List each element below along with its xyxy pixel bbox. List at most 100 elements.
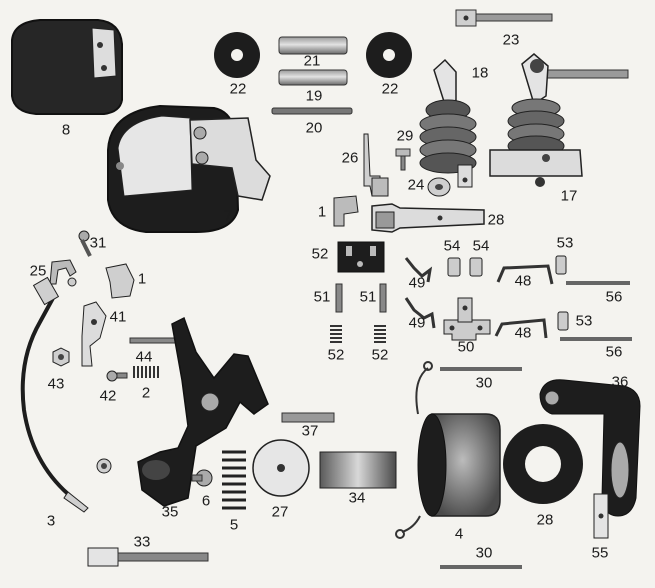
tab-part-54-lower xyxy=(557,311,569,331)
callout-label: 30 xyxy=(475,374,493,392)
disc-part-28 xyxy=(252,439,310,497)
callout-label: 50 xyxy=(457,338,475,356)
callout-label: 52 xyxy=(327,346,345,364)
callout-label: 22 xyxy=(381,80,399,98)
callout-label: 36 xyxy=(611,373,629,391)
clip-part-49-upper xyxy=(404,257,433,283)
coil-part xyxy=(395,361,501,539)
callout-label: 24 xyxy=(407,176,425,194)
callout-label: 44 xyxy=(135,348,153,366)
strip-part-45 xyxy=(593,493,609,539)
bracket-part-25 xyxy=(49,259,77,287)
clip-part-26 xyxy=(363,133,389,197)
callout-label: 41 xyxy=(109,308,127,326)
yoke-part xyxy=(539,379,641,517)
callout-label: 42 xyxy=(99,387,117,405)
plate-part-50 xyxy=(443,297,491,341)
callout-label: 54 xyxy=(443,237,461,255)
callout-label: 33 xyxy=(133,533,151,551)
rod-part-56-lower xyxy=(560,337,632,341)
callout-label: 23 xyxy=(502,31,520,49)
nut-part-43 xyxy=(52,347,70,367)
callout-label: 25 xyxy=(29,262,47,280)
nut-part-6 xyxy=(96,458,112,474)
washer-part-left xyxy=(214,32,260,78)
washer-part-right xyxy=(366,32,412,78)
callout-label: 19 xyxy=(305,87,323,105)
callout-label: 28 xyxy=(487,211,505,229)
rod-part-56-upper xyxy=(566,281,630,285)
callout-label: 53 xyxy=(575,312,593,330)
callout-label: 1 xyxy=(317,203,327,221)
callout-label: 22 xyxy=(229,80,247,98)
small-spring-part-left xyxy=(330,325,342,343)
pin-part xyxy=(271,107,353,115)
small-spring-part-right xyxy=(374,325,386,343)
callout-label: 1 xyxy=(137,270,147,288)
lead-wire-part xyxy=(20,276,89,513)
callout-label: 6 xyxy=(201,492,211,510)
callout-label: 34 xyxy=(348,489,366,507)
callout-label: 55 xyxy=(591,544,609,562)
callout-label: 8 xyxy=(61,121,71,139)
bolt-part-6 xyxy=(191,469,213,487)
cover-plate-part xyxy=(11,19,123,115)
contact-block-part-upper xyxy=(333,195,359,227)
callout-label: 52 xyxy=(371,346,389,364)
main-spring-part xyxy=(222,450,246,510)
bolt-part-23 xyxy=(455,9,553,27)
post-part-right xyxy=(379,283,387,313)
bracket-spring-part xyxy=(489,53,629,187)
housing-part xyxy=(107,104,271,233)
spring-assembly-part xyxy=(419,58,477,188)
post-part-left xyxy=(335,283,343,313)
ring-washer-part xyxy=(503,424,583,504)
callout-label: 27 xyxy=(271,503,289,521)
callout-label: 52 xyxy=(311,245,329,263)
tab-part-55-left xyxy=(447,257,461,277)
tie-rod-part-lower xyxy=(440,565,522,569)
callout-label: 53 xyxy=(556,234,574,252)
callout-label: 54 xyxy=(472,237,490,255)
callout-label: 21 xyxy=(303,52,321,70)
callout-label: 29 xyxy=(396,127,414,145)
callout-label: 2 xyxy=(141,384,151,402)
pin-part-44 xyxy=(129,337,177,344)
lever-part-41 xyxy=(81,301,107,367)
tie-rod-part-upper xyxy=(440,367,522,371)
callout-label: 48 xyxy=(514,272,532,290)
callout-label: 3 xyxy=(46,512,56,530)
tab-part-55-right xyxy=(469,257,483,277)
sleeve-part xyxy=(278,69,348,86)
callout-label: 17 xyxy=(560,187,578,205)
contact-block-part-lower xyxy=(105,263,135,299)
collar-part xyxy=(427,177,451,197)
screw-part-33 xyxy=(78,230,92,257)
callout-label: 31 xyxy=(89,234,107,252)
callout-label: 28 xyxy=(536,511,554,529)
callout-label: 48 xyxy=(514,324,532,342)
terminal-plate-part xyxy=(337,241,385,273)
callout-label: 26 xyxy=(341,149,359,167)
callout-label: 18 xyxy=(471,64,489,82)
callout-label: 30 xyxy=(475,544,493,562)
callout-label: 51 xyxy=(313,288,331,306)
wire-part-48-lower xyxy=(494,318,548,339)
callout-label: 49 xyxy=(408,274,426,292)
frame-part-36 xyxy=(137,316,269,507)
coil-spring-part-2 xyxy=(133,366,159,378)
callout-label: 49 xyxy=(408,314,426,332)
arm-part-31 xyxy=(371,203,485,233)
wire-part-48-upper xyxy=(496,264,554,285)
callout-label: 35 xyxy=(161,503,179,521)
callout-label: 4 xyxy=(454,525,464,543)
callout-label: 20 xyxy=(305,119,323,137)
callout-label: 56 xyxy=(605,288,623,306)
callout-label: 43 xyxy=(47,375,65,393)
callout-label: 7 xyxy=(223,207,233,225)
spacer-rod-part xyxy=(278,36,348,55)
rod-part-37 xyxy=(281,412,335,423)
plunger-part xyxy=(319,451,397,489)
